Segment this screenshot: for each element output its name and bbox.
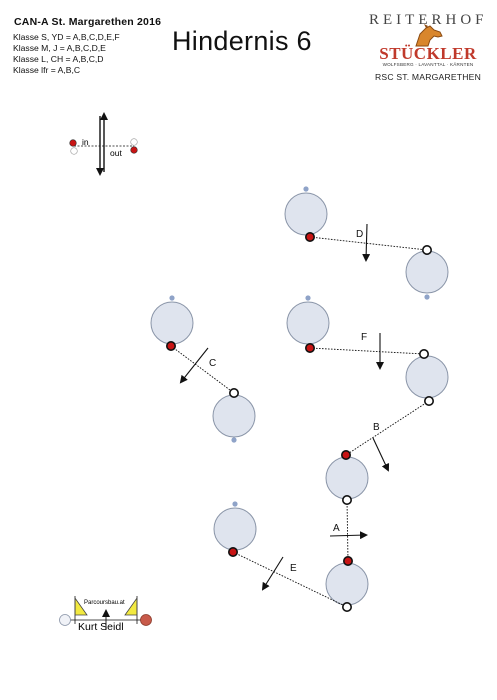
red-marker <box>342 555 353 566</box>
white-marker <box>229 387 240 398</box>
blue-dot <box>424 294 430 300</box>
horse-head-icon <box>415 24 443 47</box>
obstacle-circle <box>405 250 449 294</box>
class-line: Klasse M, J = A,B,C,D,E <box>13 43 106 53</box>
white-marker <box>418 348 429 359</box>
gate-label-a: A <box>333 523 340 534</box>
legend-out-label: out <box>110 148 122 158</box>
markers-layer <box>166 232 434 612</box>
gate-line-c <box>170 345 235 394</box>
logo-club-text: RSC ST. MARGARETHEN <box>375 72 481 82</box>
white-marker <box>341 601 352 612</box>
legend-red-marker <box>130 146 138 154</box>
white-marker <box>421 245 432 256</box>
obstacle-circle <box>325 456 369 500</box>
class-line: Klasse lfr = A,B,C <box>13 65 81 75</box>
legend-red-marker <box>69 139 77 147</box>
obstacle-title: Hindernis 6 <box>172 26 312 56</box>
direction-arrows <box>179 223 390 591</box>
blue-dot <box>305 295 311 301</box>
logo-reiterhof-text: REITERHOF <box>369 12 488 28</box>
obstacle-circle <box>213 507 257 551</box>
obstacle-circle <box>150 301 194 345</box>
arrow-e <box>261 556 284 591</box>
obstacle-circle <box>325 562 369 606</box>
red-ball-icon <box>140 614 152 626</box>
gate-labels: D F B A C E <box>209 229 380 574</box>
obstacle-circle <box>212 394 256 438</box>
gate-label-b: B <box>373 422 380 433</box>
gate-line-a <box>346 499 349 562</box>
legend-in-label: in <box>82 137 89 147</box>
circles-layer <box>150 186 449 606</box>
white-marker <box>423 395 434 406</box>
blue-dot <box>232 501 238 507</box>
arrow-c <box>179 347 209 384</box>
arrow-b <box>372 437 390 472</box>
blue-dot <box>169 295 175 301</box>
logo-subline: WOLFSBERG · LAVANTTAL · KÄRNTEN <box>382 62 474 67</box>
gate-line-b <box>345 400 430 456</box>
red-marker <box>228 546 239 557</box>
class-list: Klasse S, YD = A,B,C,D,E,F Klasse M, J =… <box>13 32 120 76</box>
event-title: CAN-A St. Margarethen 2016 <box>14 16 162 28</box>
blue-dot <box>231 437 237 443</box>
white-ball-icon <box>59 614 71 626</box>
obstacle-circle <box>284 192 328 236</box>
white-marker <box>341 494 352 505</box>
gate-label-f: F <box>361 332 367 343</box>
gate-line-e <box>232 551 348 608</box>
red-marker <box>166 340 177 351</box>
parcoursbau-credit-logo: Parcoursbau.at Kurt Seidl <box>59 596 152 633</box>
obstacle-circle <box>286 301 330 345</box>
class-line: Klasse L, CH = A,B,C,D <box>13 54 104 64</box>
obstacle-circle <box>405 355 449 399</box>
blue-dot <box>303 186 309 192</box>
reiterhof-logo: REITERHOF STÜCKLER WOLFSBERG · LAVANTTAL… <box>363 6 493 84</box>
gate-lines <box>170 236 430 608</box>
logo-stuckler-text: STÜCKLER <box>379 44 477 63</box>
gate-label-e: E <box>290 563 297 574</box>
legend-white-marker <box>70 147 78 155</box>
gate-line-d <box>309 236 428 251</box>
credit-site: Parcoursbau.at <box>84 600 125 606</box>
gate-line-f <box>309 347 425 355</box>
arrow-d <box>362 223 371 262</box>
credit-designer: Kurt Seidl <box>78 621 124 633</box>
right-flag-icon <box>124 596 138 616</box>
red-marker <box>304 232 315 243</box>
gate-label-c: C <box>209 358 216 369</box>
red-marker <box>340 449 351 460</box>
gate-label-d: D <box>356 229 363 240</box>
class-line: Klasse S, YD = A,B,C,D,E,F <box>13 32 120 42</box>
arrow-a <box>329 531 368 540</box>
legend-white-marker <box>130 138 138 146</box>
red-marker <box>304 342 315 353</box>
in-out-legend: in out <box>69 112 138 176</box>
